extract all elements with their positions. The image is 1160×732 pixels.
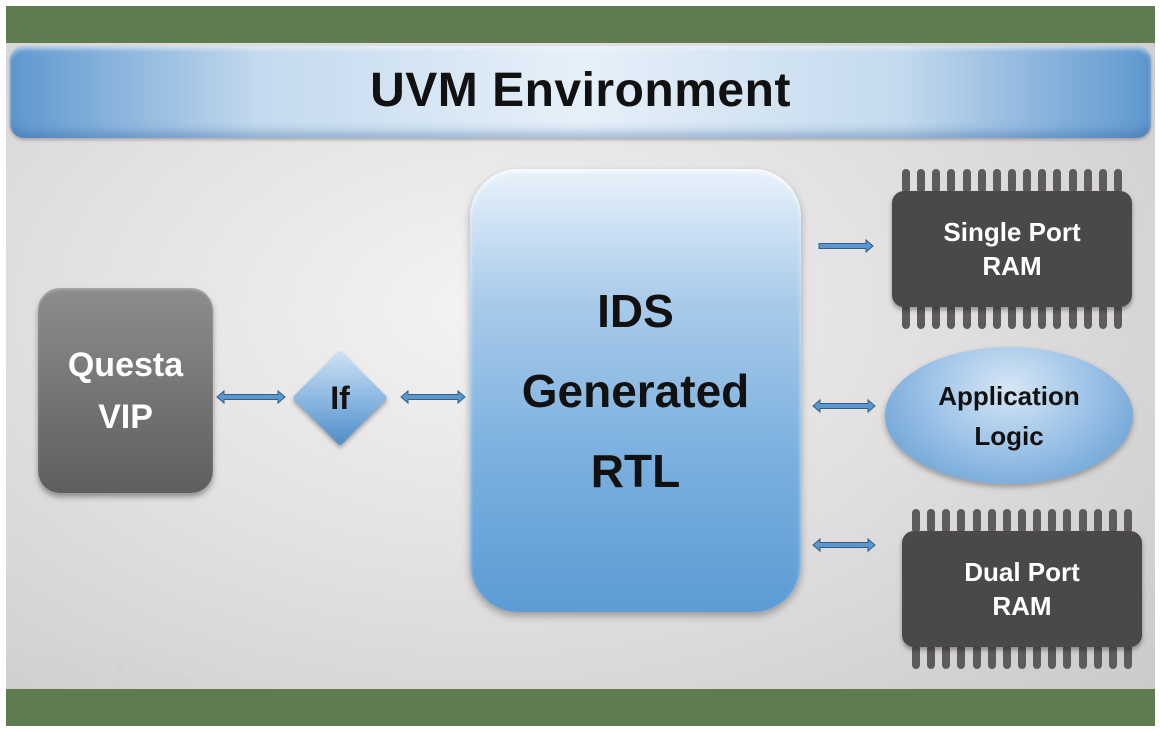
ids-rtl-label: IDS Generated RTL	[521, 284, 750, 497]
grid-icon[interactable]: ▦	[108, 657, 132, 681]
slide: UVM Environment Questa VIP If IDS Genera…	[6, 6, 1155, 726]
prev-icon[interactable]: ‹	[12, 657, 36, 681]
single-port-ram-label: Single Port RAM	[943, 217, 1081, 281]
questa-vip-label: Questa VIP	[67, 345, 184, 436]
next-icon[interactable]: ›	[44, 657, 68, 681]
interface-label: If	[330, 379, 350, 416]
more-icon[interactable]: ⋯	[172, 657, 196, 681]
presentation-controls: ‹ › ✎ ▦ ⌕ ⋯	[12, 657, 196, 681]
slide-title: UVM Environment	[370, 63, 791, 117]
single-port-ram-chip: Single Port RAM	[892, 169, 1132, 329]
application-logic-label: Application Logic	[938, 380, 1080, 451]
pen-icon[interactable]: ✎	[76, 657, 100, 681]
arrow-rtl-application-logic	[812, 398, 876, 414]
chip-body: Dual Port RAM	[902, 531, 1142, 647]
arrow-questa-if	[216, 389, 286, 405]
chip-pins-bottom	[912, 645, 1132, 669]
top-bar	[6, 6, 1155, 43]
dual-port-ram-chip: Dual Port RAM	[902, 509, 1142, 669]
arrow-rtl-single-port	[818, 238, 874, 254]
arrow-if-rtl	[400, 389, 466, 405]
ids-rtl-box: IDS Generated RTL	[470, 169, 801, 612]
chip-body: Single Port RAM	[892, 191, 1132, 307]
interface-diamond: If	[291, 349, 389, 447]
zoom-icon[interactable]: ⌕	[140, 657, 164, 681]
dual-port-ram-label: Dual Port RAM	[964, 557, 1080, 621]
title-banner: UVM Environment	[10, 46, 1151, 138]
chip-pins-top	[912, 509, 1132, 533]
arrow-rtl-dual-port	[812, 537, 876, 553]
questa-vip-box: Questa VIP	[38, 288, 213, 493]
chip-pins-top	[902, 169, 1122, 193]
bottom-bar	[6, 689, 1155, 726]
chip-pins-bottom	[902, 305, 1122, 329]
application-logic-ellipse: Application Logic	[885, 347, 1133, 484]
